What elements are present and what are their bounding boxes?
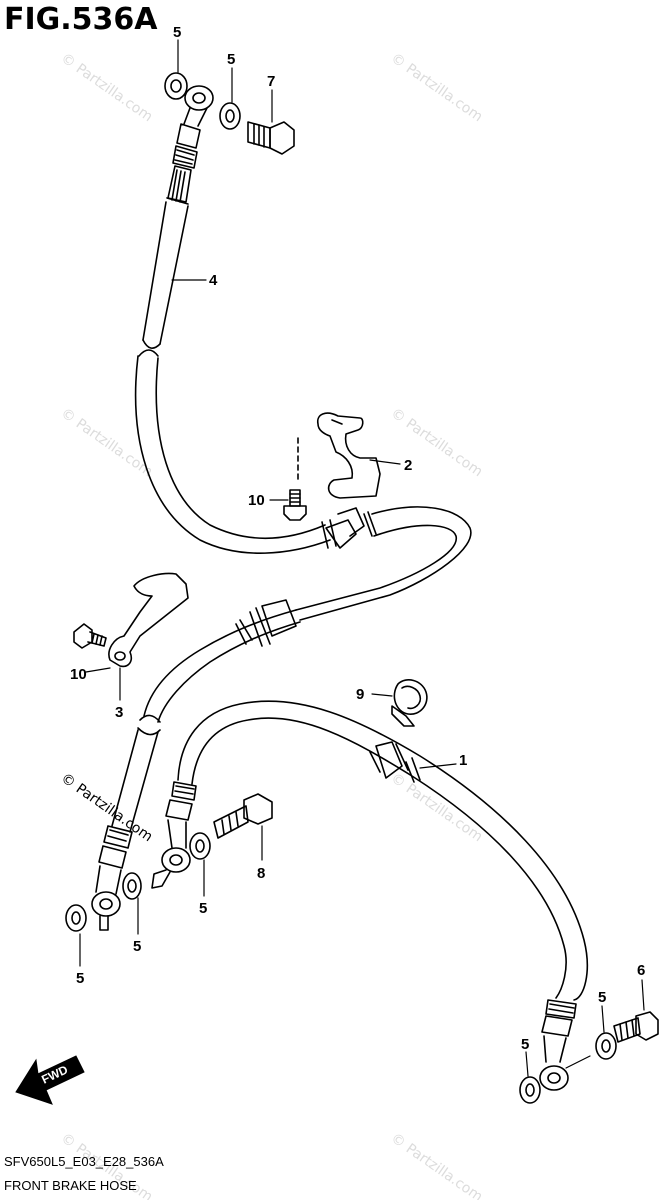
callout-9: 9 xyxy=(356,686,364,703)
callout-5: 5 xyxy=(227,51,235,68)
callout-5: 5 xyxy=(521,1036,529,1053)
callout-3: 3 xyxy=(115,704,123,721)
callout-10: 10 xyxy=(70,666,87,683)
washer-5 xyxy=(189,832,211,860)
bracket-3 xyxy=(108,572,189,668)
fwd-arrow-icon: FWD xyxy=(15,1055,85,1105)
callout-5: 5 xyxy=(199,900,207,917)
brake-hose-1 xyxy=(151,700,588,1091)
washer-5 xyxy=(519,1076,541,1104)
callout-10: 10 xyxy=(248,492,265,509)
washer-5 xyxy=(122,872,142,900)
watermark: © Partzilla.com xyxy=(58,405,156,480)
brake-hose-4 xyxy=(134,85,472,621)
brake-hose-3 xyxy=(91,609,301,931)
washer-5 xyxy=(219,102,241,130)
callout-5: 5 xyxy=(76,970,84,987)
bolt-7 xyxy=(247,121,295,155)
callout-8: 8 xyxy=(257,865,265,882)
washer-5 xyxy=(164,72,188,100)
watermarks: © Partzilla.com © Partzilla.com © Partzi… xyxy=(58,50,486,1200)
callout-1: 1 xyxy=(459,752,467,769)
watermark: © Partzilla.com xyxy=(388,405,486,480)
callout-6: 6 xyxy=(637,962,645,979)
leader-lines xyxy=(79,39,645,1077)
washer-5 xyxy=(595,1032,617,1060)
figure-title: FIG.536A xyxy=(4,2,158,37)
bolt-6 xyxy=(613,1011,659,1043)
clamp-9 xyxy=(391,679,428,727)
callout-7: 7 xyxy=(267,73,275,90)
callout-5: 5 xyxy=(598,989,606,1006)
bolt-8 xyxy=(213,793,273,839)
bolt-10-upper xyxy=(283,437,307,521)
washer-5 xyxy=(65,904,87,932)
watermark: © Partzilla.com xyxy=(388,1130,486,1200)
hose-clamp-mid xyxy=(235,599,297,647)
callout-5: 5 xyxy=(173,24,181,41)
watermark: © Partzilla.com xyxy=(58,50,156,125)
watermark: © Partzilla.com xyxy=(388,50,486,125)
bracket-2 xyxy=(316,412,381,499)
figure-caption: FRONT BRAKE HOSE xyxy=(4,1178,137,1193)
callout-4: 4 xyxy=(209,272,218,289)
callout-2: 2 xyxy=(404,457,412,474)
callout-5: 5 xyxy=(133,938,141,955)
callouts: 5 5 7 4 2 10 10 3 9 1 8 5 5 5 6 5 5 xyxy=(70,24,645,1053)
figure-code: SFV650L5_E03_E28_536A xyxy=(4,1154,164,1169)
watermark: © Partzilla.com xyxy=(388,770,486,845)
bolt-10-lower xyxy=(73,623,107,649)
